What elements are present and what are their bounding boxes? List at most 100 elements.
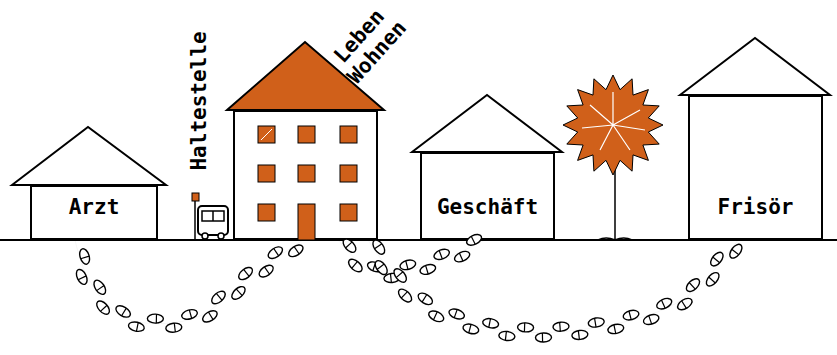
footprint-heel-line <box>346 242 353 248</box>
shop-roof <box>412 95 562 152</box>
apartment-building: Leben Wohnen <box>233 110 378 240</box>
footprint-sole <box>266 244 284 260</box>
footprint-heel-line <box>433 312 437 320</box>
footprint <box>341 237 358 255</box>
footprint-heel-line <box>396 272 403 278</box>
footprint <box>257 263 275 280</box>
footprint <box>433 247 451 261</box>
window <box>298 165 315 182</box>
footprint-sole <box>642 313 660 327</box>
footprint-sole <box>462 322 480 335</box>
footprint-trail <box>74 240 305 333</box>
footprint-heel-line <box>375 244 382 249</box>
footprint-heel-line <box>471 236 475 244</box>
footprint-trail <box>368 238 744 342</box>
footprint <box>128 321 146 333</box>
footprint-sole <box>366 260 384 274</box>
footprint-heel-line <box>614 325 616 334</box>
trail-path <box>368 240 738 333</box>
tree <box>563 75 663 240</box>
hairdresser-roof <box>680 38 830 95</box>
bus-stop-symbol <box>188 190 232 240</box>
footprint-heel-line <box>274 248 279 255</box>
footprint <box>448 307 466 321</box>
footprint-sole <box>237 265 255 282</box>
footprint-sole <box>448 307 466 321</box>
footprint-heel-line <box>122 308 127 316</box>
footprint <box>74 268 89 286</box>
footprint-heel-line <box>713 257 720 263</box>
footprint-heel-line <box>406 261 408 270</box>
footprint-sole <box>498 331 515 342</box>
footprint-sole <box>419 263 437 276</box>
footprint-heel-line <box>682 301 687 309</box>
footprint <box>373 258 390 276</box>
footprint-heel-line <box>97 286 104 291</box>
place-label: Arzt <box>69 195 120 219</box>
window <box>258 165 275 182</box>
footprint <box>92 278 108 296</box>
window <box>340 165 357 182</box>
footprint-heel-line <box>661 300 665 308</box>
footprint <box>517 323 533 333</box>
footprint-sole <box>427 309 445 324</box>
footprint-heel-line <box>578 331 579 340</box>
footprint-heel-line <box>426 265 429 274</box>
footprint-sole <box>371 238 388 256</box>
footprint <box>462 322 480 335</box>
footprint <box>147 314 163 323</box>
footprint-heel-line <box>439 251 442 259</box>
footprint-sole <box>571 329 588 340</box>
footprint-sole <box>607 323 625 335</box>
bus-window-divider <box>212 211 214 221</box>
window <box>340 126 357 143</box>
footprint-sole <box>708 250 725 268</box>
footprint-sole <box>535 333 551 342</box>
place-label: Frisör <box>718 195 794 219</box>
footprint-heel-line <box>732 249 739 254</box>
footprint-heel-line <box>595 318 596 327</box>
footprint-sole <box>257 263 275 280</box>
footprint-heel-line <box>189 310 191 319</box>
footprint-heel-line <box>264 267 269 274</box>
footprint-sole <box>553 322 570 332</box>
footprint-sole <box>346 257 364 274</box>
footprint-sole <box>676 296 694 312</box>
footprint-heel-line <box>294 247 299 254</box>
footprint-heel-line <box>422 295 427 303</box>
footprint-sole <box>704 270 721 288</box>
footprint <box>607 323 625 335</box>
footprint-heel-line <box>524 323 526 332</box>
footprint <box>94 299 111 317</box>
place-heading: Haltestelle <box>187 19 211 183</box>
footprint-sole <box>684 276 702 294</box>
footprint <box>642 313 660 327</box>
footprint-heel-line <box>489 319 491 328</box>
footprint <box>114 303 132 319</box>
footprint <box>366 260 384 274</box>
footprint <box>201 308 219 324</box>
window <box>258 204 275 221</box>
footprint-trail <box>338 232 485 283</box>
footprint-sole <box>588 317 605 329</box>
footprint <box>676 296 694 312</box>
footprint-heel-line <box>559 322 561 331</box>
footprint <box>237 265 255 282</box>
footprint-sole <box>78 247 91 265</box>
footprint-heel-line <box>649 316 652 325</box>
footprint <box>427 309 445 324</box>
window <box>258 126 275 143</box>
door <box>298 204 315 240</box>
footprint-heel-line <box>236 289 242 296</box>
footprint-sole <box>433 247 451 261</box>
footprint <box>684 276 702 294</box>
footprint-sole <box>201 308 219 324</box>
footprint <box>453 249 471 264</box>
footprint-sole <box>727 242 744 260</box>
footprint-sole <box>128 321 146 333</box>
footprint-sole <box>114 303 132 319</box>
footprint-sole <box>373 258 390 276</box>
footprint-sole <box>147 314 163 323</box>
footprint <box>655 296 673 311</box>
